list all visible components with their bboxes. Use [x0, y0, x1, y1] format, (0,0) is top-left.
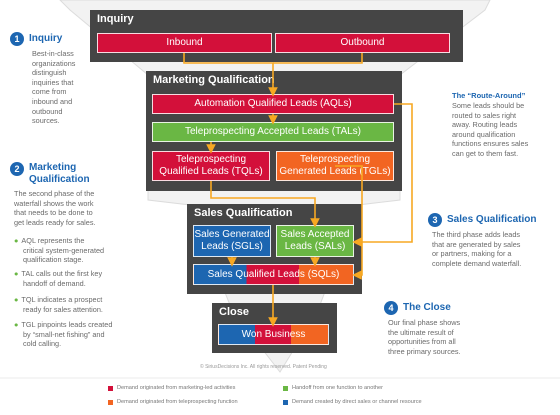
outbound-box: Outbound	[275, 33, 450, 53]
copyright-text: © SiriusDecisions Inc. All rights reserv…	[200, 364, 327, 370]
route-around-desc-line: away. Routing leads	[452, 120, 518, 130]
route-around-desc: Some leads should be routed to sales rig…	[452, 101, 528, 159]
step-2-desc-line: waterfall shows the work	[14, 198, 94, 208]
outbound-to-aql-arrow	[273, 53, 363, 64]
tgl-to-sql-arrow	[335, 165, 363, 280]
bullet-line: TAL calls out the first key	[21, 269, 103, 278]
bullet-dot: ●	[14, 295, 19, 304]
step-4-desc-line: Our final phase shows	[388, 318, 461, 327]
route-around-title: The “Route-Around”	[452, 91, 526, 100]
stage-sales-title: Sales Qualification	[194, 207, 293, 219]
bullet-dot: ●	[14, 236, 19, 245]
step-1-title: Inquiry	[29, 33, 63, 44]
step-4-desc-line: opportunities from all	[388, 337, 456, 347]
sal-line-1: Sales Accepted	[280, 229, 350, 240]
bullet-dot: ●	[14, 269, 19, 278]
sal-box: Sales Accepted Leads (SALs)	[276, 225, 354, 257]
step-2-title-line: Qualification	[29, 174, 90, 185]
stage-inquiry-title: Inquiry	[97, 13, 134, 25]
bullet-line: critical system-generated	[23, 245, 105, 255]
step-2-bullet-tgl: ●TGL pinpoints leads created by “small-n…	[14, 320, 112, 349]
legend-swatch-marketing	[108, 386, 113, 391]
legend-swatch-handoff	[283, 386, 288, 391]
step-4-desc-line: the ultimate result of	[388, 327, 454, 337]
step-1-desc-line: sources.	[32, 116, 60, 126]
bullet-line: handoff of demand.	[23, 278, 86, 288]
step-2-desc: The second phase of the waterfall shows …	[14, 189, 96, 227]
bullet-line: AQL represents the	[21, 236, 85, 245]
step-3-desc-line: The third phase adds leads	[432, 230, 521, 239]
step-1-desc-line: Best-in-class	[32, 49, 74, 58]
legend-teleprospecting: Demand originated from teleprospecting f…	[117, 399, 238, 405]
step-2-desc-line: The second phase of the	[14, 189, 95, 198]
step-1-desc-line: come from	[32, 87, 67, 97]
step-3-number: 3	[428, 213, 442, 227]
step-4-title: The Close	[403, 302, 451, 313]
route-around-desc-line: around qualification	[452, 129, 516, 139]
bullet-line: ready for sales attention.	[23, 304, 103, 314]
legend-handoff: Handoff from one function to another	[292, 385, 384, 391]
step-2-number: 2	[10, 162, 24, 176]
bullet-line: TQL indicates a prospect	[21, 295, 103, 304]
step-1-desc-line: distinguish	[32, 68, 67, 78]
tgl-line-1: Teleprospecting	[299, 154, 371, 165]
step-2-bullet-aql: ●AQL represents the critical system-gene…	[14, 236, 104, 265]
bullet-line: qualification stage.	[23, 255, 84, 265]
step-2-bullet-tal: ●TAL calls out the first key handoff of …	[14, 269, 102, 288]
legend-sales: Demand created by direct sales or channe…	[292, 399, 422, 405]
route-around-desc-line: functions ensures sales	[452, 139, 529, 149]
bullet-dot: ●	[14, 320, 19, 329]
step-1-desc-line: inquiries that	[32, 77, 74, 87]
step-1-desc-line: organizations	[32, 58, 76, 68]
route-around-desc-line: can get to them fast.	[452, 148, 519, 158]
sal-line-2: Leads (SALs)	[284, 241, 346, 252]
step-1-desc-line: outbound	[32, 106, 63, 116]
step-2-desc-line: get leads ready for sales.	[14, 217, 96, 227]
sgl-line-2: Leads (SGLs)	[201, 241, 263, 252]
legend-swatch-sales	[283, 400, 288, 405]
step-1-number: 1	[10, 32, 24, 46]
step-4-number: 4	[384, 301, 398, 315]
tql-line-2: Qualified Leads (TQLs)	[159, 166, 263, 177]
tql-line-1: Teleprospecting	[175, 154, 247, 165]
inbound-box: Inbound	[97, 33, 272, 53]
step-3-desc: The third phase adds leads that are gene…	[432, 230, 521, 268]
tgl-line-2: Generated Leads (TGLs)	[279, 166, 391, 177]
route-around-desc-line: Some leads should be	[452, 101, 525, 110]
step-3-desc-line: complete demand waterfall.	[432, 258, 522, 268]
route-around-desc-line: routed to sales right	[452, 110, 517, 120]
sgl-line-1: Sales Generated	[194, 229, 270, 240]
inbound-to-aql-arrow	[183, 53, 278, 97]
tql-to-sal-arrow	[210, 181, 320, 228]
step-3-title: Sales Qualification	[447, 214, 537, 225]
stage-close-title: Close	[219, 306, 249, 318]
step-1-desc-line: inbound and	[32, 96, 73, 106]
step-2-bullet-tql: ●TQL indicates a prospect ready for sale…	[14, 295, 103, 314]
step-3-desc-line: or partners, making for a	[432, 249, 512, 259]
step-1-desc: Best-in-class organizations distinguish …	[32, 49, 75, 126]
step-3-desc-line: that are generated by sales	[432, 239, 521, 249]
step-2-desc-line: that needs to be done to	[14, 208, 93, 218]
step-4-desc: Our final phase shows the ultimate resul…	[388, 318, 461, 356]
route-around-arrow	[352, 103, 413, 247]
step-2-title: Marketing Qualification	[29, 162, 90, 186]
sgl-box: Sales Generated Leads (SGLs)	[193, 225, 271, 257]
bullet-line: TGL pinpoints leads created	[21, 320, 113, 329]
stage-marketing-title: Marketing Qualification	[153, 74, 275, 86]
step-4-desc-line: three primary sources.	[388, 346, 461, 356]
legend-marketing: Demand originated from marketing-led act…	[117, 385, 236, 391]
bullet-line: cold calling.	[23, 339, 62, 349]
step-2-title-line: Marketing	[29, 162, 77, 173]
legend-swatch-teleprospecting	[108, 400, 113, 405]
bullet-line: by “small-net fishing” and	[23, 329, 105, 339]
